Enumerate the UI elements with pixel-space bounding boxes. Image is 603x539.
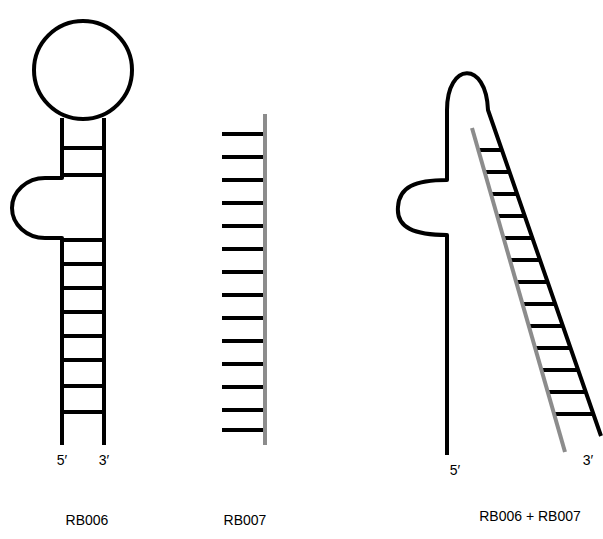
strand-end-label: 3′ <box>99 452 109 468</box>
molecule-name: RB006 + RB007 <box>479 508 581 524</box>
strand <box>472 128 565 452</box>
strand-end-label: 5′ <box>450 462 460 478</box>
strand <box>398 73 601 455</box>
strand-end-label: 5′ <box>57 452 67 468</box>
strand <box>263 114 267 445</box>
strand <box>12 118 62 445</box>
hairpin-loop <box>34 21 132 119</box>
molecule-name: RB006 <box>66 512 109 528</box>
base-pairs <box>479 150 594 414</box>
base-pairs <box>222 134 265 430</box>
strand <box>102 118 106 445</box>
strand-end-label: 3′ <box>583 452 593 468</box>
molecule-name: RB007 <box>224 512 267 528</box>
base-pairs <box>62 148 104 412</box>
